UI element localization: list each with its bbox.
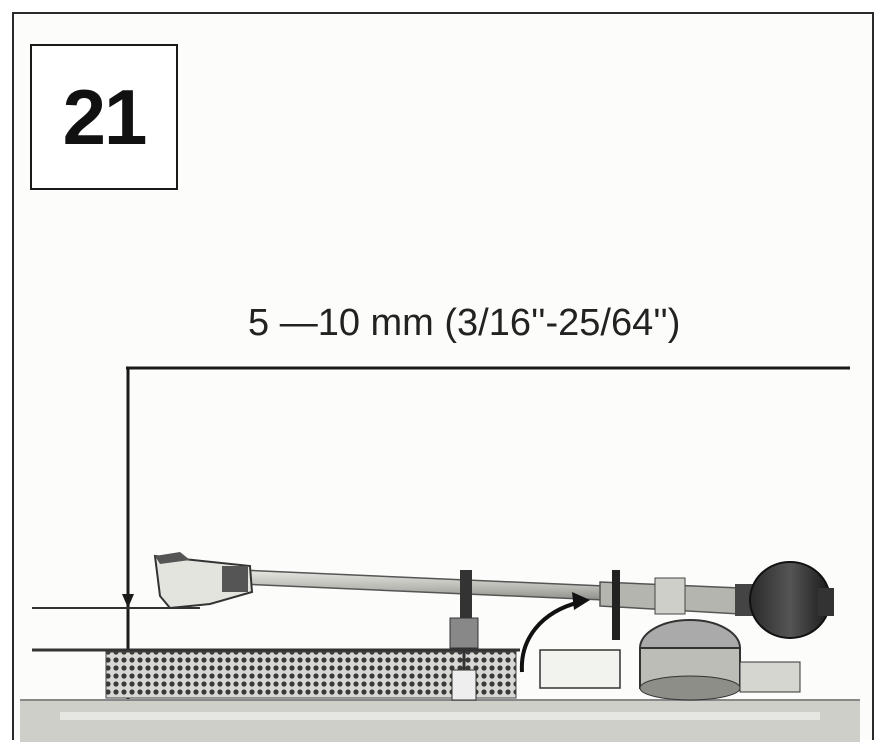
- tonearm-icon: [239, 569, 741, 615]
- counterweight-icon: [735, 561, 834, 639]
- adjustment-arrow-icon: [519, 592, 590, 673]
- turntable-platter-icon: [20, 607, 860, 742]
- dimension-label: 5 —10 mm (3/16''-25/64''): [248, 302, 681, 344]
- arm-lift-icon: [449, 570, 479, 701]
- step-number-box: 21: [30, 44, 178, 190]
- headshell-icon: [153, 552, 254, 610]
- step-number: 21: [62, 72, 148, 161]
- tonearm-base: [539, 570, 801, 701]
